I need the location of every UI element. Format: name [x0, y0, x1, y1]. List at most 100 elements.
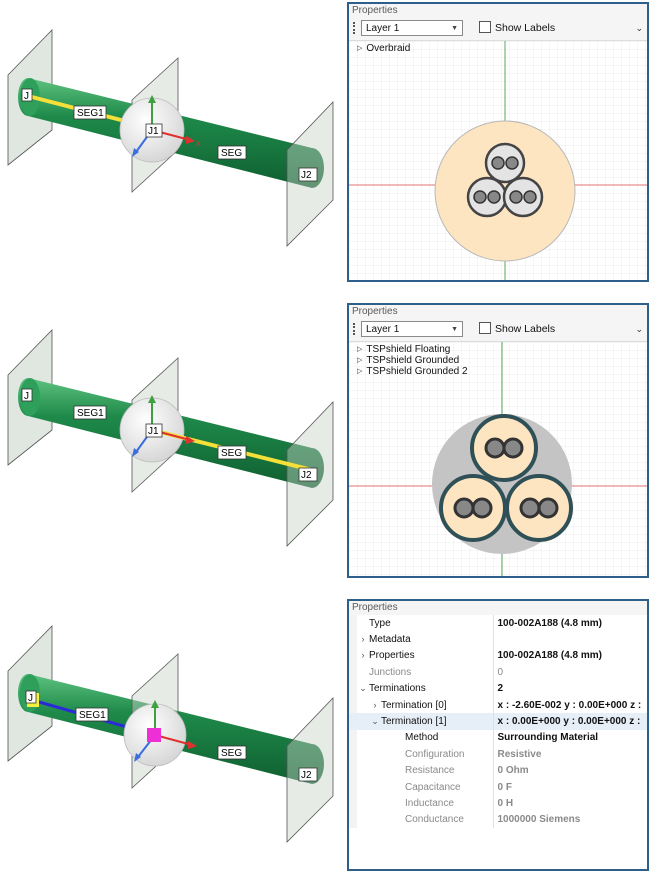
junction-label-j2[interactable]: J2	[301, 770, 312, 781]
junction-label-j1[interactable]: J1	[148, 426, 159, 437]
property-value[interactable]: 100-002A188 (4.8 mm)	[492, 647, 647, 665]
tree-item[interactable]: ▷TSPshield Grounded 2	[357, 366, 468, 377]
property-row[interactable]: › Properties 100-002A188 (4.8 mm)	[349, 647, 647, 665]
property-row[interactable]: Configuration Resistive	[349, 746, 647, 763]
property-label: Properties	[369, 650, 415, 662]
segment-label-seg1[interactable]: SEG1	[77, 408, 104, 419]
expand-chevron-icon[interactable]: ›	[373, 699, 377, 710]
expand-chevron-icon[interactable]: ›	[361, 650, 365, 661]
property-value[interactable]: 100-002A188 (4.8 mm)	[492, 615, 647, 632]
property-row[interactable]: Type 100-002A188 (4.8 mm)	[349, 615, 647, 632]
property-value[interactable]: Resistive	[492, 746, 647, 763]
segment-label-seg[interactable]: SEG	[221, 448, 242, 459]
3d-viewport-1[interactable]: x J SEG1 J1 SEG J2	[0, 0, 340, 290]
junction-label-j[interactable]: J	[24, 91, 29, 102]
3d-viewport-3[interactable]: J SEG1 SEG J2	[0, 596, 340, 866]
collapse-chevron-icon[interactable]: ⌄	[371, 716, 379, 727]
axis-x-head	[186, 136, 195, 144]
junction-label-j2[interactable]: J2	[301, 170, 312, 181]
property-label: Terminations	[369, 683, 426, 695]
wire-left[interactable]	[466, 176, 508, 218]
toolbar-grip-icon[interactable]	[353, 323, 357, 335]
property-row-selected[interactable]: ⌄Termination [1] x : 0.00E+000 y : 0.00E…	[349, 713, 647, 730]
property-value[interactable]: 1000000 Siemens	[492, 811, 647, 829]
chevron-down-icon[interactable]: ⌄	[635, 23, 643, 33]
segment-label-seg[interactable]: SEG	[221, 748, 242, 759]
property-label: Metadata	[369, 634, 411, 646]
expand-triangle-icon[interactable]: ▷	[357, 357, 363, 364]
tree-item[interactable]: ▷TSPshield Floating	[357, 344, 468, 355]
property-label: Configuration	[405, 748, 465, 760]
tree-item[interactable]: ▷TSPshield Grounded	[357, 355, 468, 366]
cross-section-canvas[interactable]: ▷TSPshield Floating ▷TSPshield Grounded …	[349, 342, 647, 576]
cross-section-canvas[interactable]: ▷Overbraid	[349, 41, 647, 280]
axis-z-head	[134, 753, 141, 762]
axis-y-head	[151, 700, 159, 708]
tree-item[interactable]: ▷Overbraid	[357, 43, 410, 54]
property-grid: Type 100-002A188 (4.8 mm) › Metadata › Pro…	[349, 615, 647, 829]
collapse-chevron-icon[interactable]: ⌄	[359, 683, 367, 694]
panel-title: Properties	[349, 305, 647, 319]
property-value[interactable]: 0 H	[492, 795, 647, 812]
wire-top[interactable]	[484, 142, 526, 184]
segment-label-seg1[interactable]: SEG1	[79, 710, 106, 721]
property-value[interactable]: x : -2.60E-002 y : 0.00E+000 z :	[492, 696, 647, 714]
property-value[interactable]: 0	[492, 664, 647, 681]
property-row[interactable]: Inductance 0 H	[349, 795, 647, 812]
property-value[interactable]: 2	[492, 680, 647, 697]
chevron-down-icon[interactable]: ⌄	[635, 324, 643, 334]
property-row[interactable]: ›Termination [0] x : -2.60E-002 y : 0.00…	[349, 696, 647, 714]
wire-right[interactable]	[502, 176, 544, 218]
panel-toolbar: Layer 1▼ Show Labels ⌄	[349, 319, 647, 342]
segment-label-seg1[interactable]: SEG1	[77, 108, 104, 119]
property-value[interactable]	[492, 631, 647, 648]
toolbar-grip-icon[interactable]	[353, 22, 357, 34]
3d-viewport-2[interactable]: J SEG1 J1 SEG J2	[0, 300, 340, 590]
property-value[interactable]: 0 F	[492, 778, 647, 796]
shielded-pair-top[interactable]	[470, 414, 538, 482]
tree-item-label: TSPshield Floating	[366, 344, 451, 355]
segment-label-seg[interactable]: SEG	[221, 148, 242, 159]
property-label: Junctions	[369, 666, 412, 678]
axis-z-head	[132, 148, 139, 157]
shielded-pair-right[interactable]	[505, 474, 573, 542]
show-labels-checkbox[interactable]: Show Labels	[479, 322, 555, 336]
layer-select-value: Layer 1	[366, 324, 400, 335]
property-label: Termination [1]	[381, 716, 447, 728]
property-value[interactable]: x : 0.00E+000 y : 0.00E+000 z :	[492, 713, 647, 730]
expand-triangle-icon[interactable]: ▷	[357, 368, 363, 375]
panel-title: Properties	[349, 601, 647, 615]
junction-label-j2[interactable]: J2	[301, 470, 312, 481]
checkbox-box[interactable]	[479, 322, 491, 334]
axis-x-arrow[interactable]	[154, 734, 193, 746]
junction-label-j1[interactable]: J1	[148, 126, 159, 137]
property-label: Inductance	[405, 797, 454, 809]
property-row[interactable]: › Metadata	[349, 631, 647, 648]
junction-label-j[interactable]: J	[28, 693, 33, 704]
shielded-pair-left[interactable]	[439, 474, 507, 542]
layer-select[interactable]: Layer 1▼	[361, 321, 463, 337]
checkbox-box[interactable]	[479, 21, 491, 33]
termination-marker-end[interactable]	[147, 728, 161, 742]
layer-tree: ▷Overbraid	[357, 43, 410, 54]
property-row[interactable]: Conductance 1000000 Siemens	[349, 811, 647, 829]
show-labels-checkbox[interactable]: Show Labels	[479, 21, 555, 35]
properties-panel-3: Properties Type 100-002A188 (4.8 mm) › Me…	[347, 599, 649, 871]
junction-label-j[interactable]: J	[24, 391, 29, 402]
expand-triangle-icon[interactable]: ▷	[357, 45, 363, 52]
property-row[interactable]: Capacitance 0 F	[349, 778, 647, 796]
axis-y-head	[148, 95, 156, 103]
property-value[interactable]: Surrounding Material	[492, 729, 647, 747]
axis-z-head	[132, 448, 139, 457]
property-row[interactable]: Junctions 0	[349, 664, 647, 681]
property-value[interactable]: 0 Ohm	[492, 762, 647, 779]
layer-select[interactable]: Layer 1▼	[361, 20, 463, 36]
property-row[interactable]: ⌄Terminations 2	[349, 680, 647, 697]
panel-title: Properties	[349, 4, 647, 18]
expand-chevron-icon[interactable]: ›	[361, 634, 365, 645]
property-label: Capacitance	[405, 781, 461, 793]
dropdown-arrow-icon: ▼	[451, 25, 458, 32]
property-row[interactable]: Resistance 0 Ohm	[349, 762, 647, 779]
property-row[interactable]: Method Surrounding Material	[349, 729, 647, 747]
expand-triangle-icon[interactable]: ▷	[357, 346, 363, 353]
